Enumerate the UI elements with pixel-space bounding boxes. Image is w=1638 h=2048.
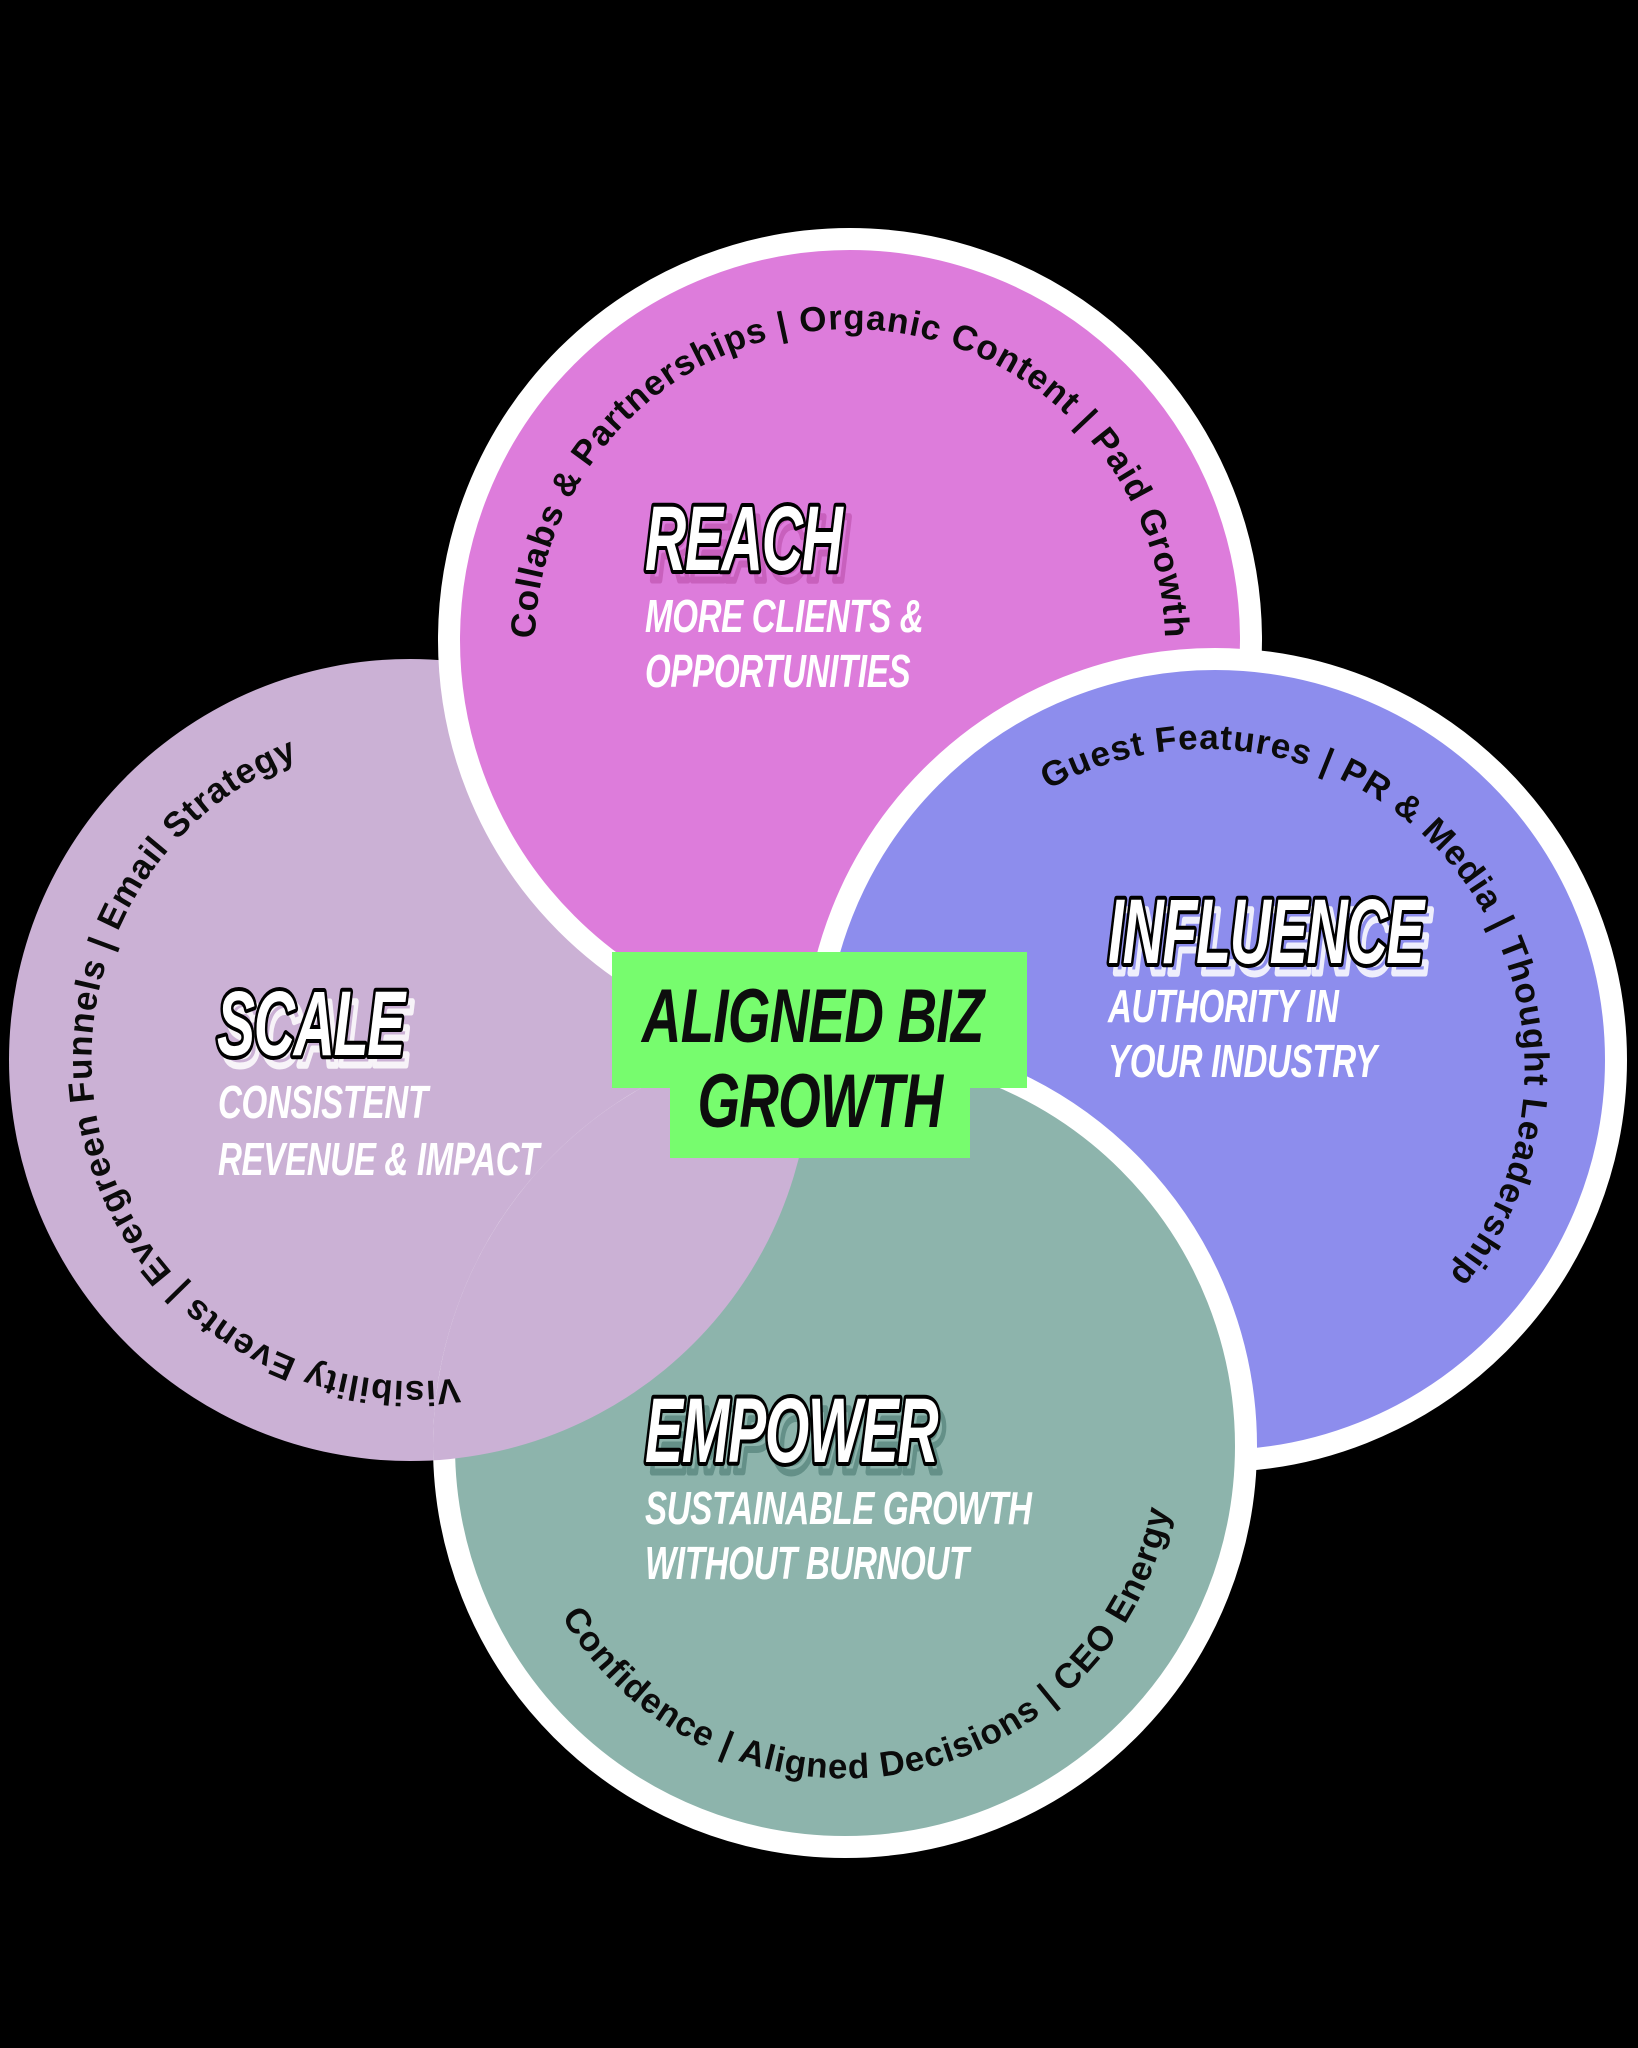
- scale-title: SCALE: [217, 973, 407, 1075]
- empower-subtitle-line-2: WITHOUT BURNOUT: [645, 1539, 972, 1589]
- center-title-line-2: GROWTH: [698, 1059, 945, 1144]
- center-title-line-1: ALIGNED BIZ: [640, 974, 986, 1059]
- scale-subtitle-line-2: REVENUE & IMPACT: [218, 1135, 542, 1185]
- scale-subtitle: CONSISTENT REVENUE & IMPACT: [218, 1078, 542, 1185]
- influence-title-echo: INFLUENCE: [1114, 891, 1432, 993]
- reach-subtitle: MORE CLIENTS & OPPORTUNITIES: [645, 592, 932, 697]
- reach-subtitle-line-1: MORE CLIENTS &: [645, 592, 923, 642]
- influence-label-group: INFLUENCE INFLUENCE AUTHORITY IN YOUR IN…: [1105, 878, 1436, 1087]
- empower-title-echo: EMPOWER: [651, 1390, 944, 1492]
- empower-title: EMPOWER: [645, 1380, 938, 1482]
- empower-label-group: EMPOWER EMPOWER SUSTAINABLE GROWTH WITHO…: [642, 1377, 1040, 1589]
- scale-title-echo: SCALE: [223, 983, 413, 1085]
- center-title: ALIGNED BIZ GROWTH: [640, 974, 998, 1144]
- center-highlight-bottom: [670, 1088, 970, 1158]
- scale-subtitle-line-1: CONSISTENT: [218, 1078, 431, 1128]
- influence-subtitle-line-2: YOUR INDUSTRY: [1108, 1037, 1380, 1087]
- reach-title-echo: REACH: [651, 498, 850, 600]
- empower-subtitle: SUSTAINABLE GROWTH WITHOUT BURNOUT: [645, 1484, 1040, 1589]
- influence-title: INFLUENCE: [1108, 881, 1426, 983]
- center-box: ALIGNED BIZ GROWTH: [612, 952, 1027, 1158]
- scale-label-group: SCALE SCALE CONSISTENT REVENUE & IMPACT: [214, 970, 543, 1185]
- influence-subtitle: AUTHORITY IN YOUR INDUSTRY: [1107, 982, 1380, 1087]
- influence-subtitle-line-1: AUTHORITY IN: [1107, 982, 1340, 1032]
- center-highlight-top: [612, 952, 1027, 1088]
- reach-title: REACH: [645, 488, 844, 590]
- empower-subtitle-line-1: SUSTAINABLE GROWTH: [645, 1484, 1033, 1534]
- scale-circle-overlap: [433, 1034, 811, 1461]
- reach-subtitle-line-2: OPPORTUNITIES: [645, 647, 911, 697]
- reach-label-group: REACH REACH MORE CLIENTS & OPPORTUNITIES: [642, 485, 932, 697]
